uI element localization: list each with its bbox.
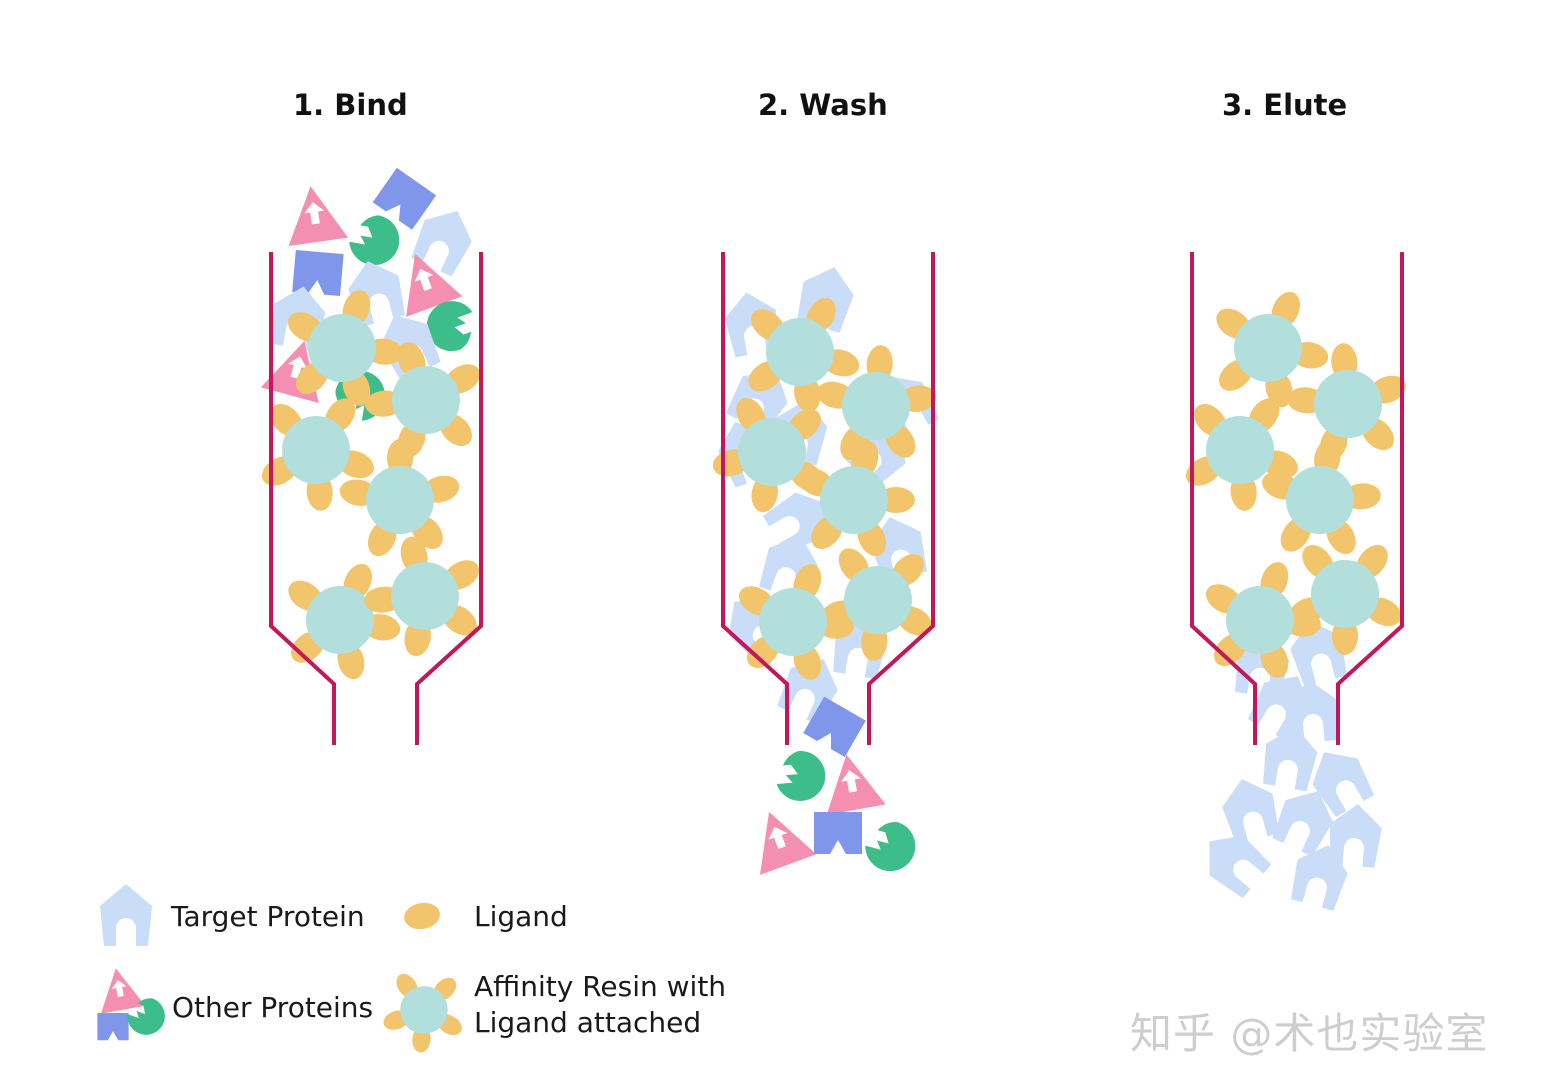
watermark: 知乎 @术也实验室 [1130,1009,1489,1058]
step-title-bind: 1. Bind [293,88,408,122]
ligand-icon [404,902,440,930]
step-title-wash: 2. Wash [758,88,888,122]
step-title-elute: 3. Elute [1222,88,1348,122]
bind-resin-beads [243,286,513,687]
pink-protein-icon [93,964,146,1014]
column-wash [690,252,960,877]
elute-resin-beads [1167,281,1430,681]
column-bind [243,167,513,745]
legend-ligand-label: Ligand [474,900,568,933]
elute-eluted-target-proteins [1192,721,1384,912]
resin-bead-icon [368,953,481,1067]
column-bind-wall [269,252,483,745]
legend-icons [93,884,482,1067]
column-wash-wall [721,252,935,745]
target-protein-icon [100,884,152,946]
wash-resin-beads [690,281,960,684]
column-elute [1167,252,1430,912]
legend-other-proteins-label: Other Proteins [172,991,374,1024]
wash-eluted-other-proteins [740,696,921,877]
blue-protein-icon [97,1013,129,1041]
legend-resin-label-line1: Affinity Resin with [474,970,727,1003]
legend-resin-label-line2: Ligand attached [474,1006,702,1039]
legend-target-protein-label: Target Protein [171,900,365,933]
column-elute-wall [1190,252,1404,745]
